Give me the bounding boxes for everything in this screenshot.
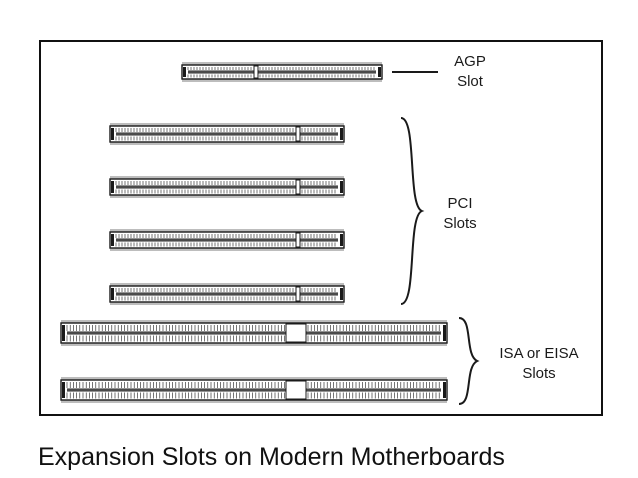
- isa-label-line1: ISA or EISA: [499, 345, 579, 362]
- slot-pins: [259, 67, 375, 70]
- slot-pins: [115, 136, 294, 141]
- slot-pins: [301, 128, 336, 132]
- slot-key: [295, 126, 301, 142]
- slot-key: [285, 323, 307, 343]
- slot-key: [295, 286, 301, 302]
- isa-slots-label: ISA or EISA Slots: [484, 344, 594, 384]
- slot-pins: [115, 234, 294, 238]
- slot-channel: [67, 331, 441, 335]
- slot-pins: [301, 296, 336, 301]
- slot-pins: [66, 325, 285, 331]
- slot-pins: [66, 335, 285, 342]
- slot-pins: [301, 189, 336, 194]
- slot-end-cap: [111, 128, 114, 140]
- slot-end-cap: [340, 181, 343, 193]
- agp-label-line1: AGP: [454, 53, 486, 70]
- pci-label-line2: Slots: [443, 215, 477, 232]
- agp-label-line2: Slot: [457, 73, 483, 90]
- slot-pins: [115, 189, 294, 194]
- slot-pins: [187, 67, 252, 70]
- agp-slot-label: AGP Slot: [425, 52, 515, 92]
- slot-pins: [301, 136, 336, 141]
- pci-slot-4: [109, 283, 345, 305]
- isa-brace: [458, 317, 480, 405]
- slot-channel: [67, 388, 441, 392]
- slot-channel: [116, 185, 338, 189]
- slot-pins: [301, 288, 336, 292]
- slot-end-cap: [111, 181, 114, 193]
- isa-slot-1: [60, 320, 448, 346]
- slot-key: [253, 65, 259, 79]
- slot-end-cap: [378, 67, 381, 77]
- slot-pins: [115, 288, 294, 292]
- slot-pins: [115, 296, 294, 301]
- slot-channel: [116, 238, 338, 242]
- slot-key: [295, 179, 301, 195]
- slot-pins: [301, 181, 336, 185]
- slot-pins: [115, 181, 294, 185]
- slot-pins: [301, 242, 336, 247]
- pci-label-line1: PCI: [447, 195, 473, 212]
- agp-slot: [181, 62, 383, 82]
- figure-caption: Expansion Slots on Modern Motherboards: [38, 443, 505, 471]
- slot-end-cap: [62, 325, 65, 341]
- slots-diagram: [60, 62, 480, 405]
- slot-pins: [115, 242, 294, 247]
- slot-channel: [188, 70, 376, 74]
- slot-end-cap: [340, 128, 343, 140]
- slot-pins: [307, 392, 440, 399]
- slot-end-cap: [340, 234, 343, 246]
- slot-pins: [307, 325, 440, 331]
- slot-end-cap: [340, 288, 343, 300]
- pci-slot-3: [109, 229, 345, 251]
- slot-pins: [66, 392, 285, 399]
- slot-pins: [301, 234, 336, 238]
- slot-end-cap: [443, 325, 446, 341]
- pci-slot-2: [109, 176, 345, 198]
- slot-pins: [66, 382, 285, 388]
- slot-end-cap: [62, 382, 65, 398]
- diagram-frame: AGP Slot PCI Slots ISA or EISA Slots: [39, 40, 603, 416]
- slot-channel: [116, 132, 338, 136]
- isa-label-line2: Slots: [522, 365, 556, 382]
- slot-pins: [259, 74, 375, 78]
- slot-pins: [307, 382, 440, 388]
- slot-pins: [187, 74, 252, 78]
- slot-end-cap: [443, 382, 446, 398]
- slot-key: [295, 232, 301, 248]
- pci-brace: [400, 117, 425, 305]
- pci-slot-1: [109, 123, 345, 145]
- slot-end-cap: [111, 288, 114, 300]
- isa-slot-2: [60, 377, 448, 403]
- slot-key: [285, 380, 307, 400]
- slot-end-cap: [111, 234, 114, 246]
- slot-pins: [115, 128, 294, 132]
- slot-channel: [116, 292, 338, 296]
- pci-slots-label: PCI Slots: [415, 194, 505, 234]
- slot-end-cap: [183, 67, 186, 77]
- slot-pins: [307, 335, 440, 342]
